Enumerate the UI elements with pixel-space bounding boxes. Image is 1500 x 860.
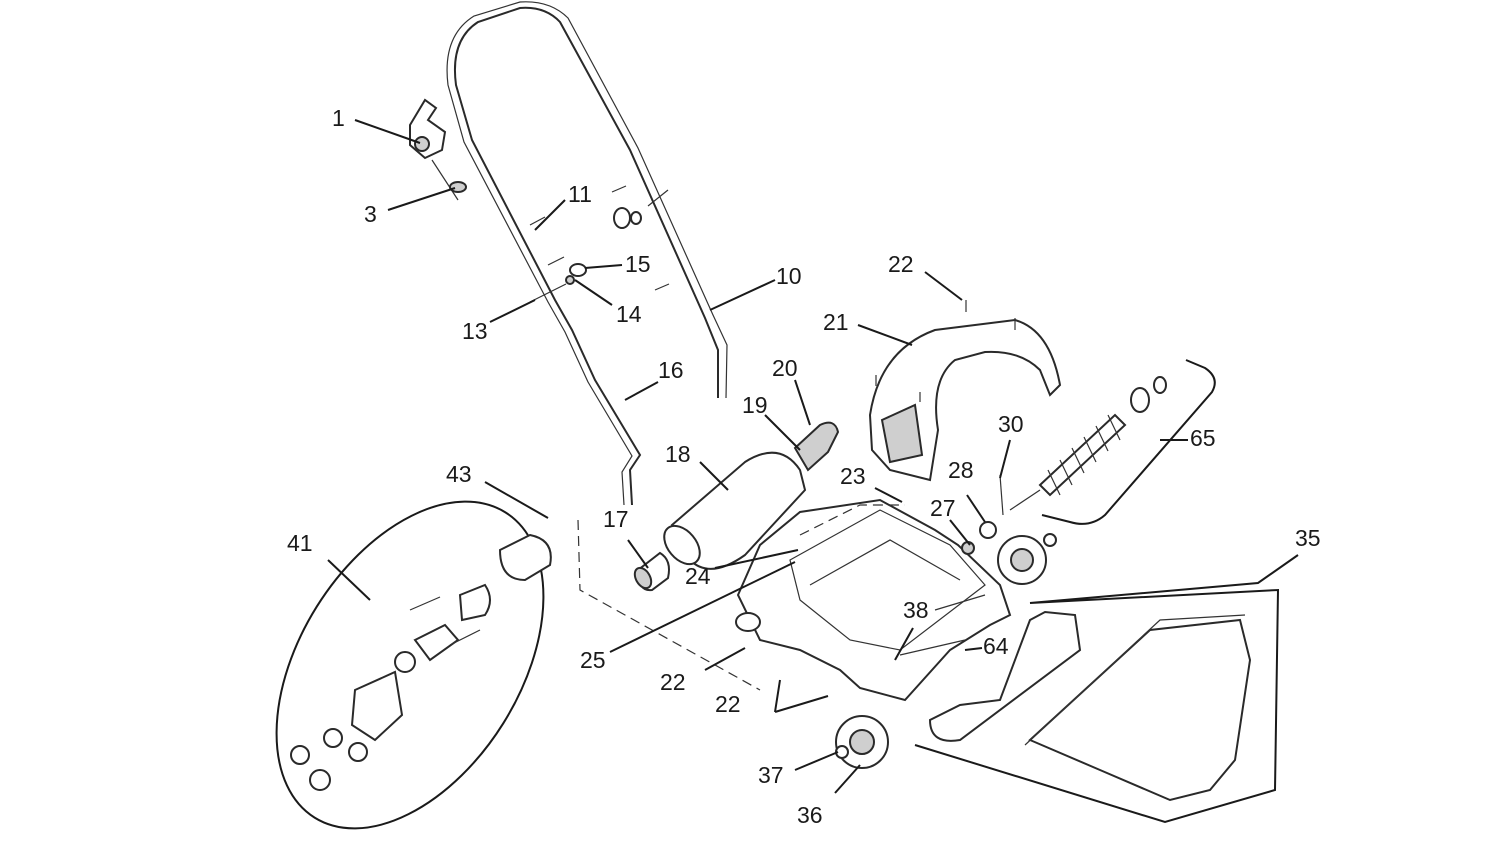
callout-64: 64	[983, 633, 1009, 659]
callout-65: 65	[1190, 425, 1216, 451]
callout-30: 30	[998, 411, 1024, 437]
motor-cylinder-part	[633, 421, 840, 592]
callout-22-top: 22	[888, 251, 914, 277]
callout-16: 16	[658, 357, 684, 383]
grass-bag-part	[928, 610, 1252, 802]
callout-10: 10	[776, 263, 802, 289]
callout-41: 41	[287, 530, 313, 556]
callout-13: 13	[462, 318, 488, 344]
callout-15: 15	[625, 251, 651, 277]
gearbox-assembly-group	[275, 500, 552, 830]
callout-18: 18	[665, 441, 691, 467]
callout-35: 35	[1295, 525, 1321, 551]
callout-1: 1	[332, 105, 345, 131]
callout-37: 37	[758, 762, 784, 788]
wheel-part	[835, 533, 1057, 769]
callout-43: 43	[446, 461, 472, 487]
callout-38: 38	[903, 597, 929, 623]
callout-labels: 1 3 11 15 13 14 10 22 21 16 20 19 30 65 …	[287, 105, 1321, 828]
callout-17: 17	[603, 506, 629, 532]
handle-fasteners	[529, 189, 669, 303]
chassis-part	[735, 498, 1012, 702]
callout-20: 20	[772, 355, 798, 381]
callout-24: 24	[685, 563, 711, 589]
callout-23: 23	[840, 463, 866, 489]
assembly-guide-lines	[577, 504, 905, 691]
callout-19: 19	[742, 392, 768, 418]
callout-28: 28	[948, 457, 974, 483]
cover-part	[868, 300, 1062, 482]
callout-21: 21	[823, 309, 849, 335]
callout-27: 27	[930, 495, 956, 521]
handle-knob-part	[409, 98, 467, 201]
handle-part	[446, 1, 728, 506]
callout-14: 14	[616, 301, 642, 327]
callout-3: 3	[364, 201, 377, 227]
callout-25: 25	[580, 647, 606, 673]
callout-22-mid: 22	[660, 669, 686, 695]
callout-11: 11	[568, 181, 592, 207]
scarifier-rotor-part	[961, 376, 1167, 555]
callout-22-bottom: 22	[715, 691, 741, 717]
leader-lines	[327, 119, 1299, 824]
callout-36: 36	[797, 802, 823, 828]
